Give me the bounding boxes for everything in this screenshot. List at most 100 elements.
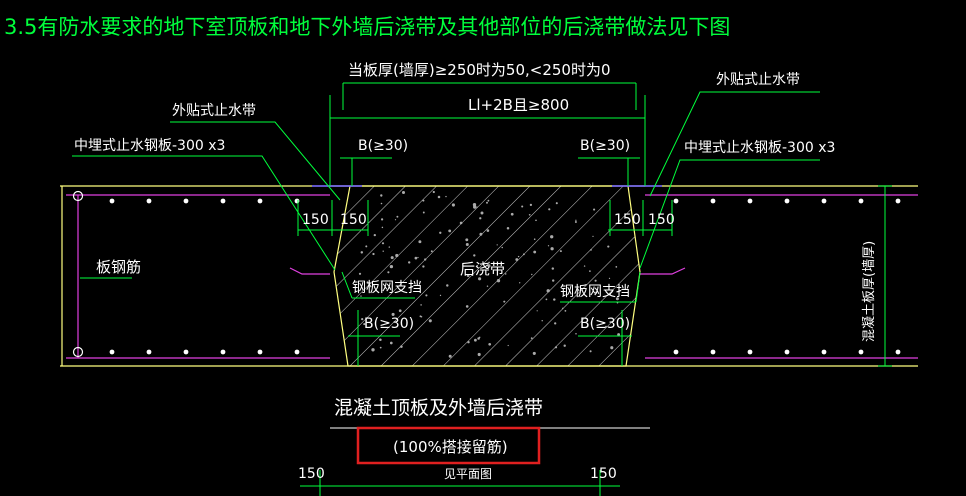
waterstop-left-label: 外贴式止水带 xyxy=(172,103,256,119)
aggregate-speck xyxy=(401,190,406,195)
aggregate-speck xyxy=(363,323,366,326)
rebar-dot xyxy=(220,198,226,204)
aggregate-speck xyxy=(379,338,382,341)
aggregate-speck xyxy=(533,238,536,240)
aggregate-speck xyxy=(465,243,469,246)
aggregate-speck xyxy=(486,201,488,204)
aggregate-speck xyxy=(437,195,441,199)
aggregate-speck xyxy=(459,221,463,225)
post-pour-label: 后浇带 xyxy=(460,260,505,278)
aggregate-speck xyxy=(536,310,538,312)
aggregate-speck xyxy=(428,319,432,323)
aggregate-speck xyxy=(522,253,525,256)
aggregate-speck xyxy=(389,264,394,269)
b-bottom-left-label: B(≥30) xyxy=(364,316,414,332)
aggregate-speck xyxy=(358,272,362,275)
aggregate-speck xyxy=(554,322,557,325)
rebar-dot xyxy=(784,349,790,355)
concrete-aggregate xyxy=(358,190,621,358)
aggregate-speck xyxy=(515,258,519,261)
aggregate-speck xyxy=(419,315,422,318)
aggregate-speck xyxy=(373,233,376,237)
aggregate-speck xyxy=(418,240,422,244)
aggregate-speck xyxy=(400,345,403,348)
rebar-dot xyxy=(183,349,189,355)
concrete-thickness-label: 混凝土板厚(墙厚) xyxy=(861,241,877,342)
aggregate-speck xyxy=(448,229,452,233)
aggregate-speck xyxy=(465,305,469,308)
aggregate-speck xyxy=(476,206,478,208)
aggregate-speck xyxy=(478,277,482,281)
aggregate-speck xyxy=(480,211,484,215)
aggregate-speck xyxy=(451,203,455,207)
aggregate-speck xyxy=(448,354,452,358)
rebar-dot xyxy=(673,198,679,204)
aggregate-speck xyxy=(417,256,419,259)
aggregate-speck xyxy=(467,340,470,344)
aggregate-speck xyxy=(548,208,551,211)
aggregate-speck xyxy=(559,250,562,253)
aggregate-speck xyxy=(610,346,614,350)
aggregate-speck xyxy=(472,203,477,207)
aggregate-speck xyxy=(529,203,533,207)
aggregate-speck xyxy=(430,250,433,253)
aggregate-speck xyxy=(394,219,397,221)
aggregate-speck xyxy=(407,261,411,264)
rebar-dot xyxy=(109,349,115,355)
aggregate-speck xyxy=(552,279,555,282)
aggregate-speck xyxy=(414,256,418,260)
b-bottom-right-label: B(≥30) xyxy=(580,316,630,332)
aggregate-speck xyxy=(396,215,399,218)
aggregate-speck xyxy=(425,294,428,297)
aggregate-speck xyxy=(547,245,550,247)
aggregate-speck xyxy=(422,265,425,268)
dim-150-3: 150 xyxy=(614,212,641,228)
aggregate-speck xyxy=(604,325,608,328)
rebar-dot xyxy=(821,349,827,355)
rebar-end-circles xyxy=(72,190,84,358)
aggregate-speck xyxy=(465,238,469,242)
aggregate-speck xyxy=(605,291,608,293)
bottom-150-right: 150 xyxy=(590,466,617,482)
rebar-dot xyxy=(858,349,864,355)
dim-150-2: 150 xyxy=(340,212,367,228)
diagram-title: 3.5有防水要求的地下室顶板和地下外墙后浇带及其他部位的后浇带做法见下图 xyxy=(4,15,730,39)
aggregate-speck xyxy=(432,190,435,194)
rebar-dot xyxy=(821,198,827,204)
aggregate-speck xyxy=(496,244,498,246)
aggregate-speck xyxy=(506,226,510,230)
aggregate-speck xyxy=(445,195,447,198)
aggregate-speck xyxy=(507,344,509,347)
dim-150-4: 150 xyxy=(648,212,675,228)
aggregate-speck xyxy=(530,337,533,339)
rebar-dot xyxy=(747,198,753,204)
aggregate-speck xyxy=(519,282,521,284)
rebar-dot xyxy=(146,198,152,204)
aggregate-speck xyxy=(466,274,470,277)
dim-150-1: 150 xyxy=(302,212,329,228)
aggregate-speck xyxy=(501,246,503,249)
rebar-dot xyxy=(257,198,263,204)
aggregate-speck xyxy=(488,342,492,346)
thickness-rule-label: 当板厚(墙厚)≥250时为50,<250时为0 xyxy=(348,61,611,79)
aggregate-speck xyxy=(474,338,477,342)
aggregate-speck xyxy=(563,344,566,347)
rebar-dot xyxy=(858,198,864,204)
aggregate-speck xyxy=(510,212,514,216)
rebar-dot xyxy=(146,349,152,355)
aggregate-speck xyxy=(575,219,577,221)
rebar-dot xyxy=(294,349,300,355)
aggregate-speck xyxy=(504,273,507,275)
aggregate-speck xyxy=(477,352,481,357)
rebar-label: 板钢筋 xyxy=(96,258,141,276)
aggregate-speck xyxy=(382,250,384,252)
aggregate-speck xyxy=(564,310,567,312)
highlight-box xyxy=(356,426,541,465)
aggregate-speck xyxy=(590,249,592,251)
rebar-dots xyxy=(109,198,901,355)
aggregate-speck xyxy=(551,267,555,270)
aggregate-speck xyxy=(593,208,596,211)
rebar-dot xyxy=(183,198,189,204)
aggregate-speck xyxy=(486,229,490,232)
leader-lines xyxy=(72,82,892,496)
